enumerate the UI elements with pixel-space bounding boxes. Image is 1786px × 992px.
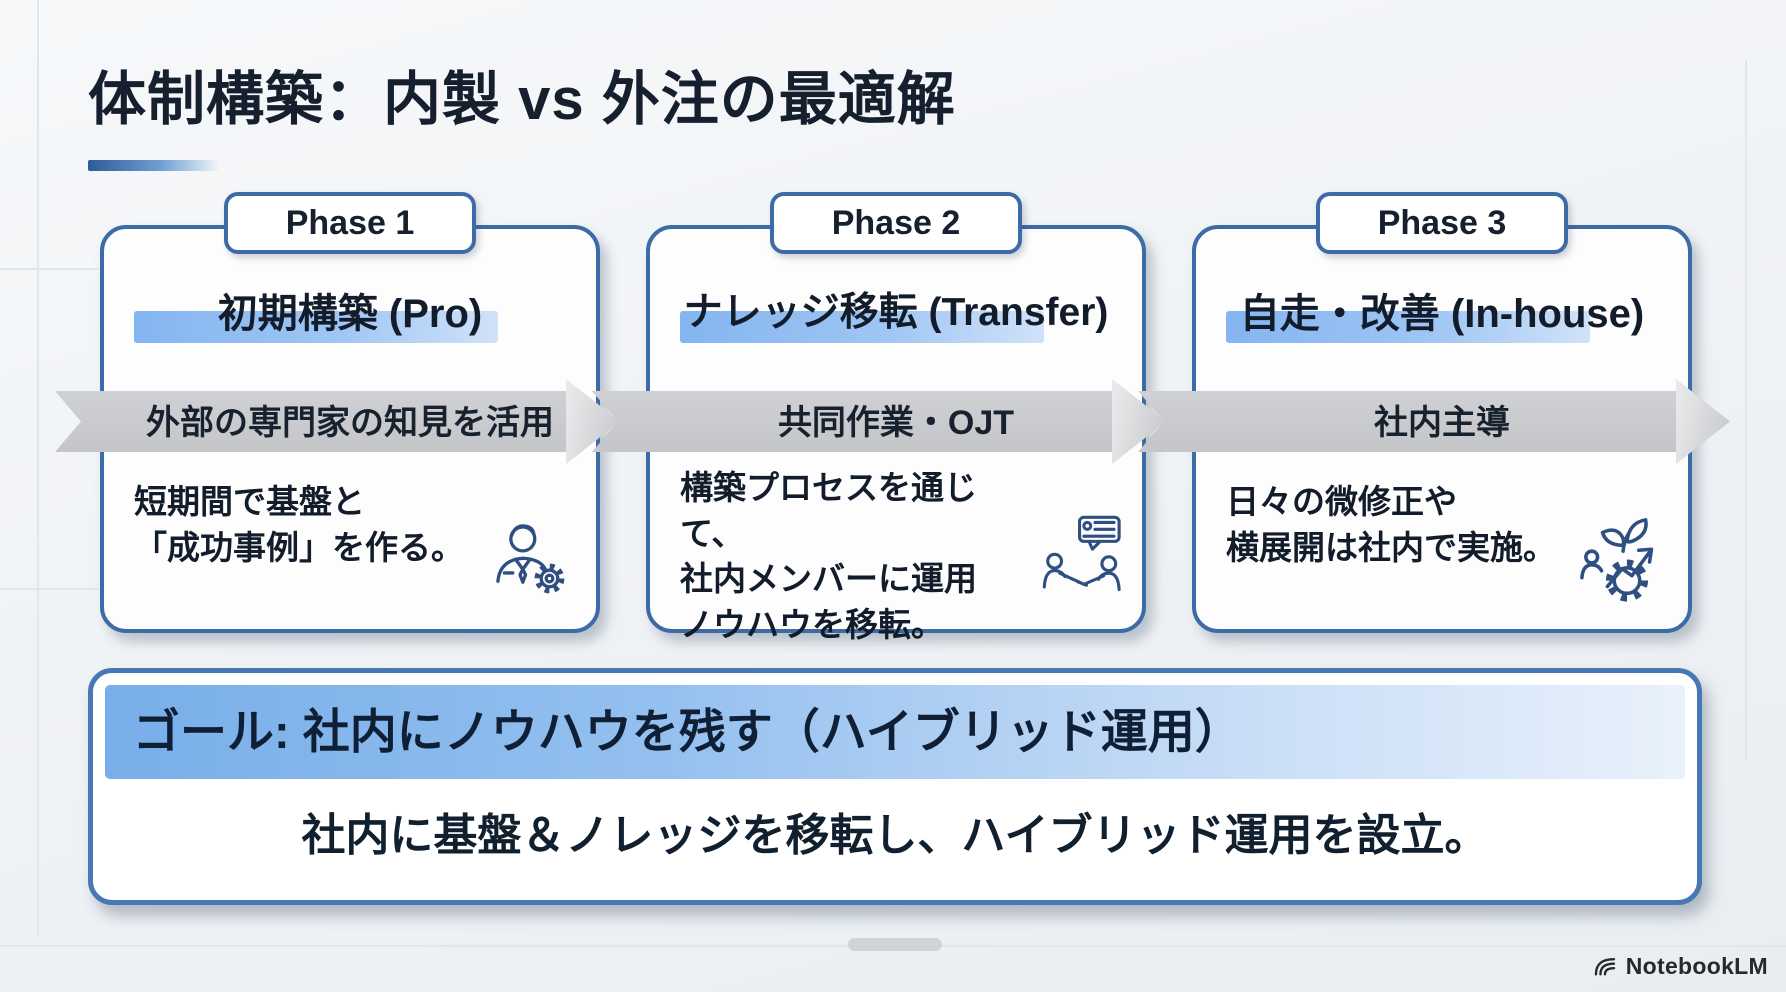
background-gridline [0,588,98,590]
growth-gear-icon [1580,518,1654,602]
goal-header: ゴール: 社内にノウハウを残す（ハイブリッド運用） [105,685,1685,779]
phase3-body-text: 日々の微修正や 横展開は社内で実施。 [1226,483,1556,566]
phase3-tab: Phase 3 [1316,192,1568,254]
phase2-body-text: 構築プロセスを通じて、 社内メンバーに運用 ノウハウを移転。 [680,469,977,643]
goal-body-text: 社内に基盤＆ノレッジを移転し、ハイブリッド運用を設立。 [301,811,1489,860]
phase3-title-highlight [1225,311,1590,343]
notebooklm-label: NotebookLM [1625,953,1768,979]
phase2-title-highlight [679,311,1044,343]
phase1-title-highlight [133,311,498,343]
scrollbar-thumb [848,938,942,951]
background-gridline [37,0,39,935]
background-gridline [1745,60,1747,760]
phase2-arrow-label: 共同作業・OJT [777,404,1015,442]
phase1-body-text: 短期間で基盤と 「成功事例」を作る。 [134,483,464,566]
phase1-arrow-label: 外部の専門家の知見を活用 [146,404,554,442]
notebooklm-watermark: NotebookLM [1592,953,1768,980]
phase1-tab: Phase 1 [224,192,476,254]
background-gridline [0,268,98,270]
notebooklm-logo-icon [1594,958,1615,976]
consultant-gear-icon [496,524,565,594]
phase3-title: 自走・改善 (In-house) [1239,292,1645,336]
slide-title: 体制構築：内製 vs 外注の最適解 [88,67,956,132]
goal-box: ゴール: 社内にノウハウを残す（ハイブリッド運用） 社内に基盤＆ノレッジを移転し… [88,668,1702,905]
title-accent-bar [88,160,220,171]
phase1-title: 初期構築 (Pro) [217,292,483,336]
phase2-tab: Phase 2 [770,192,1022,254]
phase2-title: ナレッジ移転 (Transfer) [683,291,1109,334]
handshake-knowledge-icon [1042,515,1121,592]
phase3-arrow-label: 社内主導 [1374,404,1510,442]
